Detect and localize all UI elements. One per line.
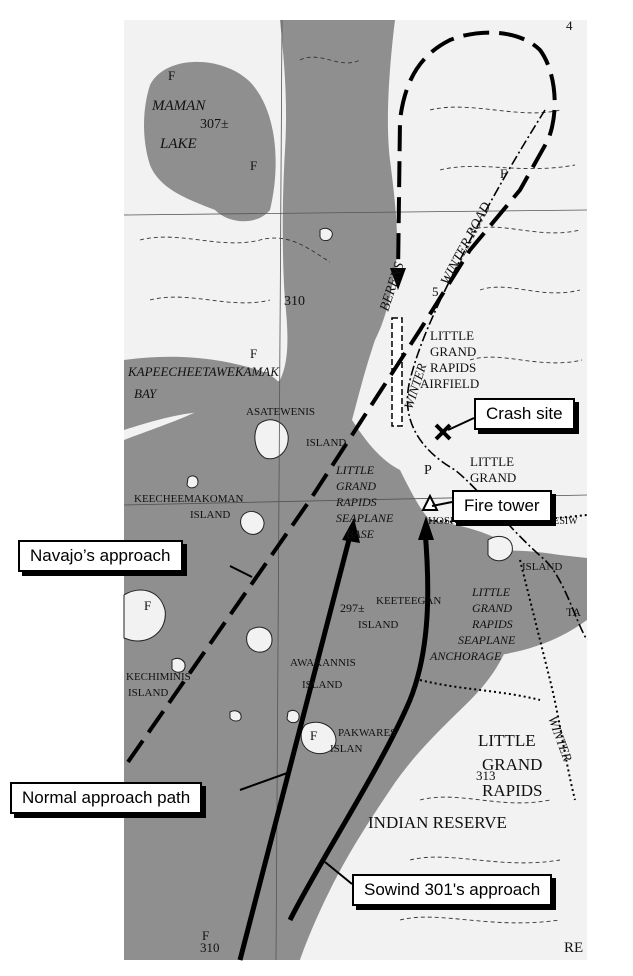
label-elev-313: 313 [476, 768, 496, 783]
label-seaplane-3: RAPIDS [335, 495, 377, 509]
sowind-approach-arrowhead [418, 516, 434, 540]
contour-lines [139, 56, 583, 924]
label-re: RE [564, 940, 583, 956]
label-island-k: ISLAND [190, 509, 230, 521]
label-reserve-3: RAPIDS [482, 781, 542, 800]
label-elev-307: 307± [200, 117, 229, 132]
label-kapeecheetawekamak: KAPEECHEETAWEKAMAK [127, 364, 280, 379]
label-island-kt: ISLAND [358, 619, 398, 631]
label-airfield-3: RAPIDS [430, 360, 476, 375]
island-awakannis [246, 626, 273, 653]
label-reserve-2: GRAND [482, 755, 542, 774]
label-asatewenis: ASATEWENIS [246, 406, 315, 418]
label-letter-f2: F [250, 158, 257, 173]
reserve-boundary [419, 514, 588, 801]
main-lake [124, 20, 517, 960]
island-small-3 [229, 710, 242, 722]
label-ta: TA [566, 605, 581, 619]
label-letter-f6: F [310, 728, 317, 743]
island-asatewenis [254, 419, 289, 460]
callout-crash-site: Crash site [474, 398, 575, 430]
label-awakannis: AWAKANNIS [290, 657, 356, 669]
normal-approach-line [237, 527, 355, 961]
label-letter-f5: F [144, 598, 151, 613]
label-reserve-4: INDIAN RESERVE [368, 813, 507, 832]
label-elev-310b: 310 [200, 940, 220, 955]
label-seaplane-4: SEAPLANE [336, 511, 394, 525]
label-keecheemakoman: KEECHEEMAKOMAN [134, 493, 243, 505]
callout-navajo-approach: Navajo’s approach [18, 540, 183, 572]
crash-site-marker [434, 423, 452, 441]
callout-sowind-approach: Sowind 301's approach [352, 874, 553, 906]
island-small-1 [186, 475, 199, 489]
label-island-kc: ISLAND [128, 687, 168, 699]
maman-lake [144, 61, 276, 222]
island-small-4 [171, 657, 186, 673]
navajo-arrowhead [390, 268, 406, 290]
label-number-4: 4 [566, 18, 573, 33]
callout-leaders [229, 417, 475, 885]
label-pakwares: PAKWARES [338, 727, 396, 739]
label-island-e: ISLAND [522, 561, 562, 573]
label-airfield-2: GRAND [430, 344, 476, 359]
label-number-5: 5 [432, 284, 439, 299]
label-island-aw: ISLAND [302, 679, 342, 691]
label-letter-f7: F [202, 928, 209, 943]
label-island-a: ISLAND [306, 437, 346, 449]
label-bay: BAY [134, 386, 158, 401]
label-lg-town-2: GRAND [470, 470, 516, 485]
label-pesesiw: PESESIW [536, 516, 578, 527]
label-maman-lake-2: LAKE [159, 136, 197, 152]
callout-fire-tower: Fire tower [452, 490, 552, 522]
bay-water [124, 356, 281, 430]
label-elev-310: 310 [284, 294, 305, 309]
island-pakwares [300, 721, 337, 755]
island-keecheemakoman [240, 511, 265, 535]
label-seaplane-5: BASE [346, 527, 375, 541]
label-anchorage-1: LITTLE [471, 585, 511, 599]
label-kechiminis: KECHIMINIS [126, 671, 191, 683]
normal-approach-arrowhead [342, 518, 360, 543]
east-water [430, 550, 587, 656]
label-keeteegan: KEETEEGAN [376, 595, 441, 607]
label-airfield-4: AIRFIELD [420, 376, 479, 391]
label-seaplane-2: GRAND [336, 479, 376, 493]
label-lg-town-1: LITTLE [470, 454, 514, 469]
label-elev-297: 297± [340, 601, 365, 615]
label-reserve-1: LITTLE [478, 731, 536, 750]
island-small-5 [319, 227, 333, 242]
label-letter-f1: F [168, 68, 175, 83]
winter-road [406, 109, 588, 641]
water-bodies [124, 20, 587, 960]
label-anchorage-2: GRAND [472, 601, 512, 615]
label-letter-f3: F [250, 346, 257, 361]
islands [123, 227, 513, 755]
label-seaplane-1: LITTLE [335, 463, 375, 477]
label-maman-lake: MAMAN [151, 98, 206, 114]
label-anchorage-5: ANCHORAGE [429, 649, 502, 663]
sowind-approach-line [287, 529, 431, 922]
label-letter-f4: F [500, 166, 507, 181]
island-east [487, 536, 513, 562]
label-letter-p: P [424, 463, 432, 478]
label-anchorage-4: SEAPLANE [458, 633, 516, 647]
island-kechiminis [123, 589, 166, 642]
callout-normal-approach: Normal approach path [10, 782, 203, 814]
label-anchorage-3: RAPIDS [471, 617, 513, 631]
label-airfield-1: LITTLE [430, 328, 474, 343]
island-small-2 [286, 709, 300, 724]
label-island-p: ISLAN [330, 743, 362, 755]
navajo-approach-line [126, 30, 557, 764]
